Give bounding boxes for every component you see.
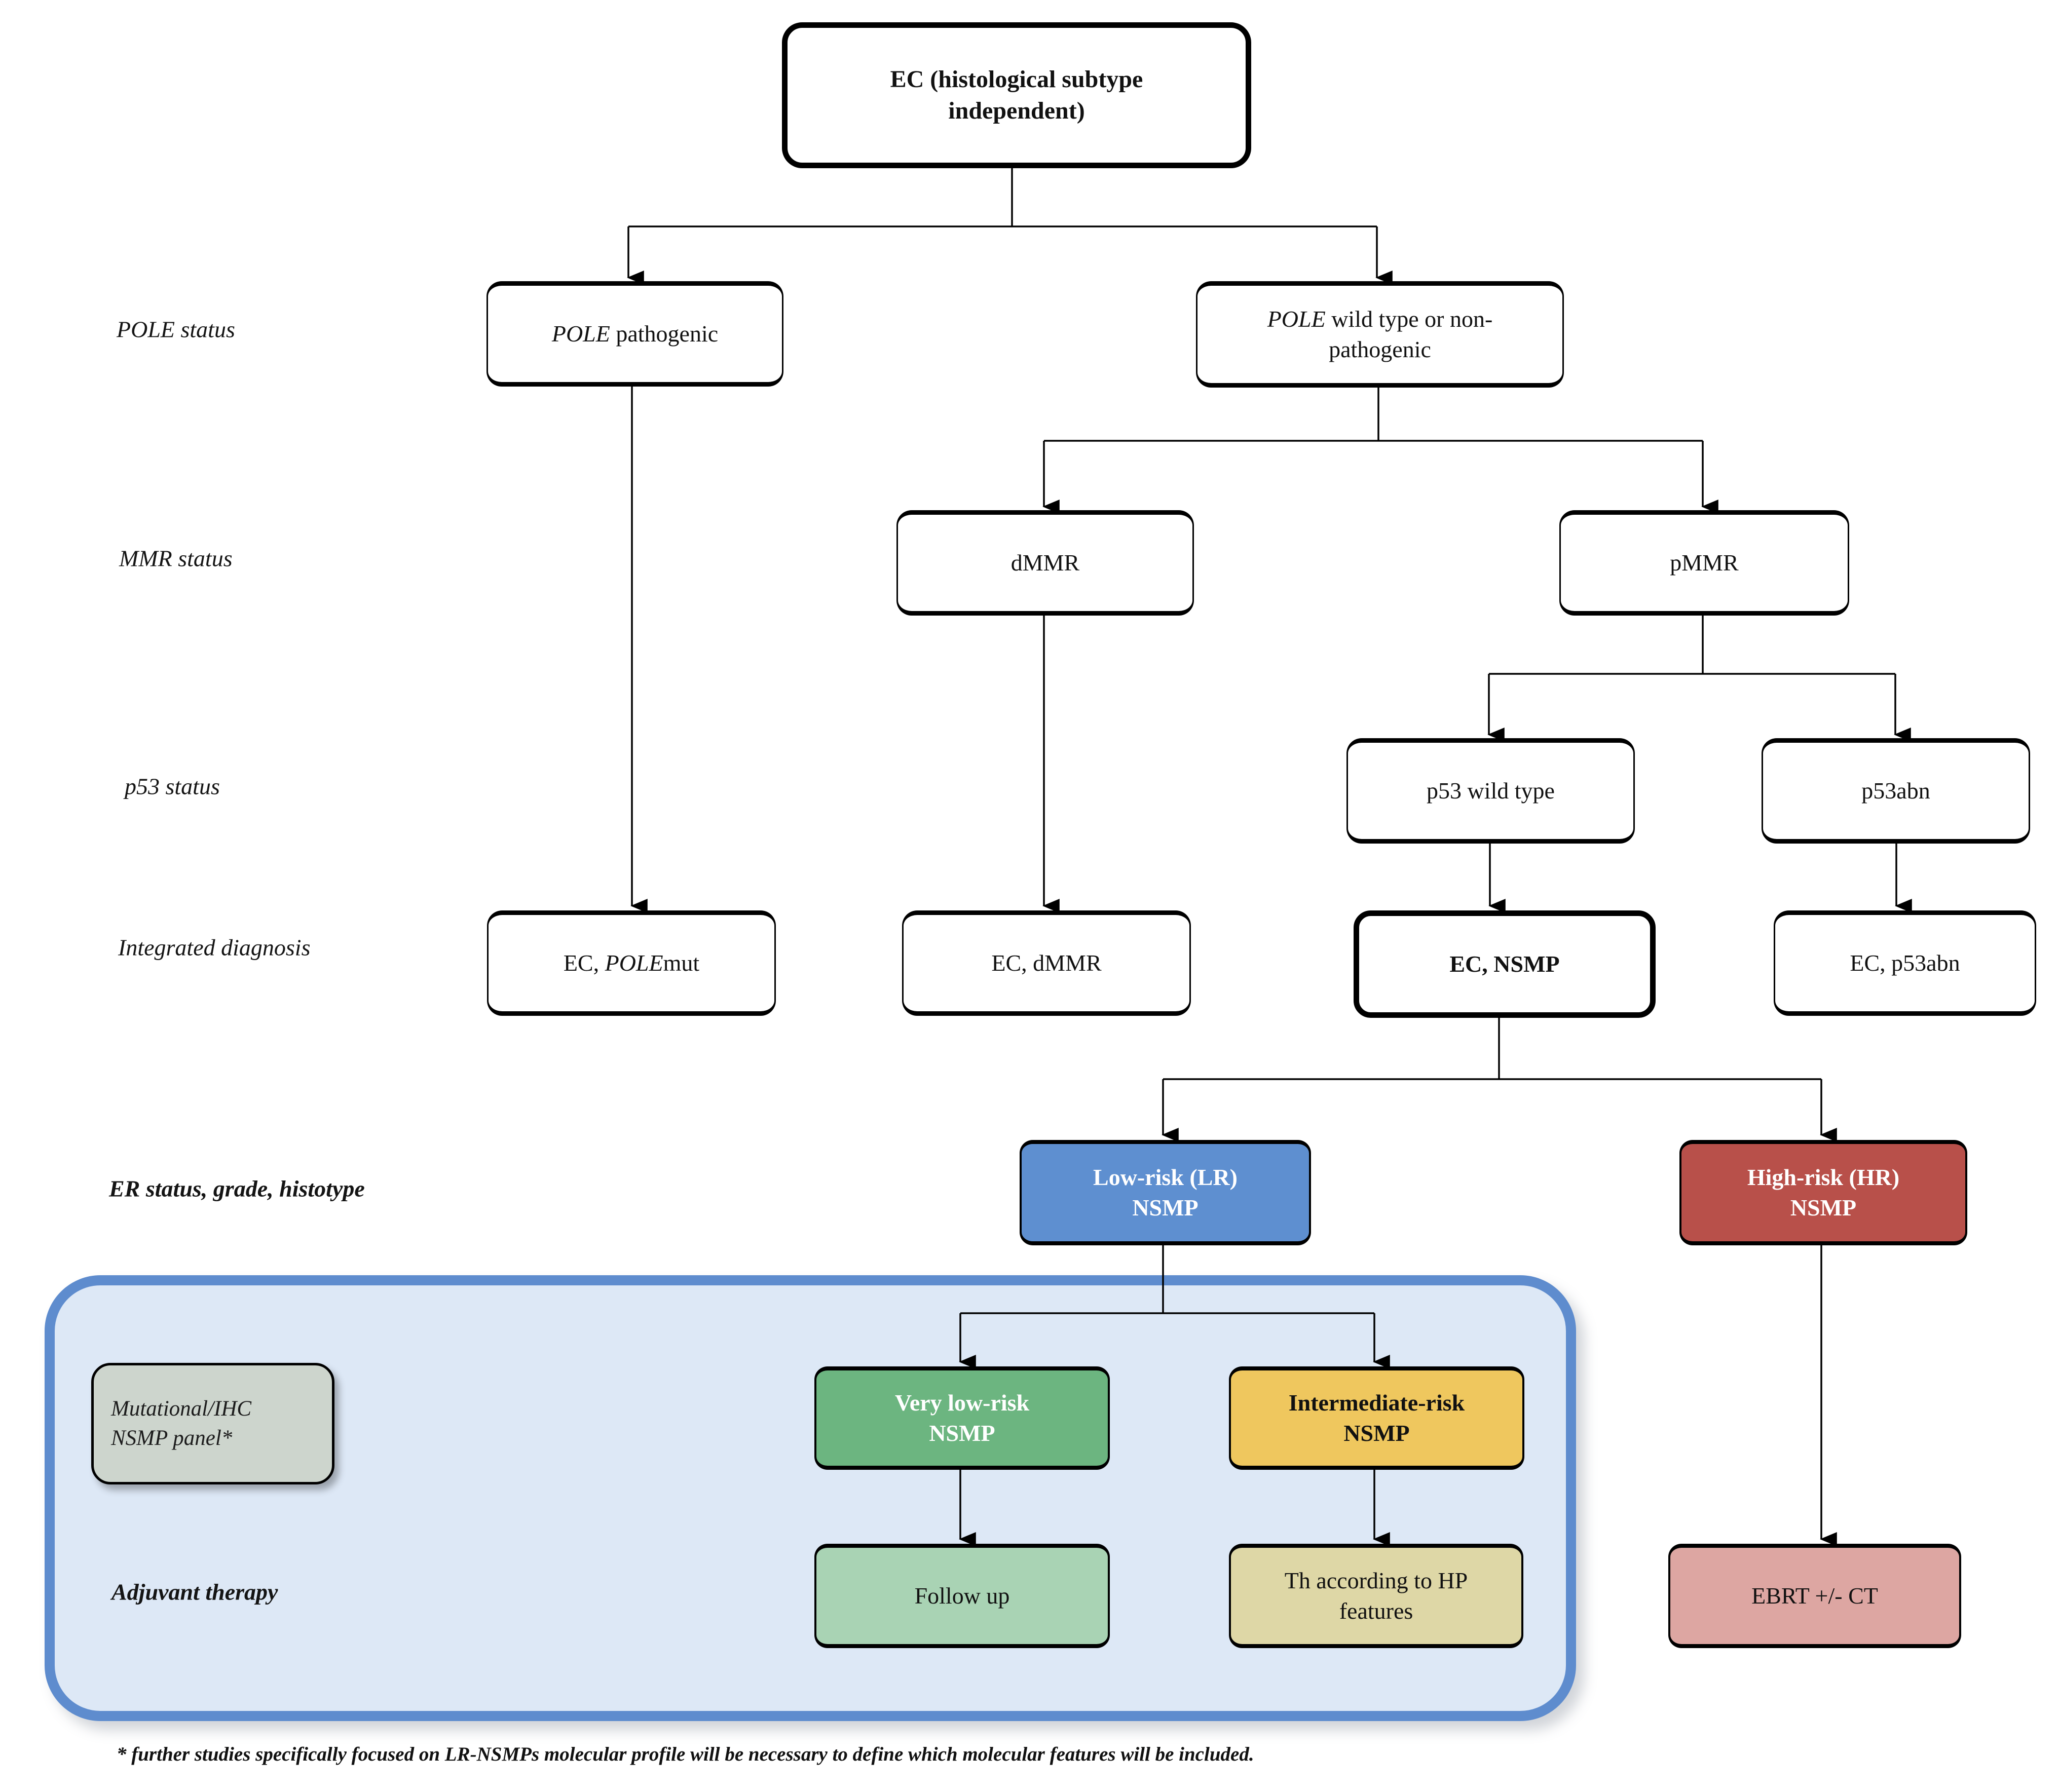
high-risk-line1: High-risk (HR) xyxy=(1747,1164,1900,1191)
pmmr-label: pMMR xyxy=(1670,550,1739,576)
row-label-p53-status: p53 status xyxy=(125,773,220,799)
mutational-ihc-nsmp-panel: Mutational/IHC NSMP panel* xyxy=(91,1363,334,1484)
panel-line1: Mutational/IHC xyxy=(111,1396,252,1421)
node-pole-wildtype: POLE wild type or non- pathogenic xyxy=(1196,281,1564,388)
node-high-risk-nsmp: High-risk (HR) NSMP xyxy=(1679,1140,1967,1245)
pole-pathogenic-text: pathogenic xyxy=(610,321,719,347)
node-p53-wildtype: p53 wild type xyxy=(1346,738,1635,844)
nsmp-panel-container xyxy=(45,1275,1576,1721)
ec-nsmp-label: EC, NSMP xyxy=(1449,951,1560,977)
th-hp-line2: features xyxy=(1339,1598,1413,1624)
row-label-mmr-status: MMR status xyxy=(119,545,233,571)
low-risk-line2: NSMP xyxy=(1132,1195,1199,1221)
dmmr-label: dMMR xyxy=(1010,550,1080,576)
node-pole-pathogenic: POLE pathogenic xyxy=(486,281,783,387)
node-ec-dmmr: EC, dMMR xyxy=(902,910,1191,1016)
high-risk-line2: NSMP xyxy=(1790,1195,1857,1221)
node-ec-root-line2: independent) xyxy=(948,97,1085,124)
pole-gene-italic: POLE xyxy=(551,321,610,347)
ec-polemut-pre: EC, xyxy=(563,950,605,976)
footnote: * further studies specifically focused o… xyxy=(117,1743,1254,1765)
node-low-risk-nsmp: Low-risk (LR) NSMP xyxy=(1020,1140,1311,1245)
low-risk-line1: Low-risk (LR) xyxy=(1093,1164,1238,1191)
node-ec-nsmp: EC, NSMP xyxy=(1354,910,1656,1018)
very-low-line2: NSMP xyxy=(929,1420,995,1446)
node-ebrt-ct: EBRT +/- CT xyxy=(1668,1544,1961,1648)
row-label-adjuvant-therapy: Adjuvant therapy xyxy=(111,1579,278,1605)
node-ec-p53abn: EC, p53abn xyxy=(1774,910,2036,1016)
pole-gene-italic: POLE xyxy=(1267,306,1326,332)
pole-wildtype-line2: pathogenic xyxy=(1329,336,1431,362)
node-ec-root: EC (histological subtype independent) xyxy=(782,22,1251,168)
pole-gene-italic: POLE xyxy=(605,950,663,976)
node-pmmr: pMMR xyxy=(1559,510,1849,616)
ec-polemut-post: mut xyxy=(663,950,700,976)
p53abn-label: p53abn xyxy=(1861,778,1930,804)
node-ec-root-line1: EC (histological subtype xyxy=(890,65,1143,93)
node-follow-up: Follow up xyxy=(814,1544,1110,1648)
ec-dmmr-label: EC, dMMR xyxy=(991,950,1102,976)
row-label-er-status-grade-histotype: ER status, grade, histotype xyxy=(109,1175,365,1202)
node-dmmr: dMMR xyxy=(896,510,1194,616)
intermediate-line1: Intermediate-risk xyxy=(1288,1390,1465,1416)
intermediate-line2: NSMP xyxy=(1343,1420,1410,1446)
pole-wildtype-text: wild type or non- xyxy=(1325,306,1493,332)
panel-line2: NSMP panel* xyxy=(111,1426,233,1450)
node-ec-polemut: EC, POLEmut xyxy=(487,910,776,1016)
ebrt-label: EBRT +/- CT xyxy=(1751,1583,1878,1609)
very-low-line1: Very low-risk xyxy=(894,1390,1030,1416)
node-intermediate-risk-nsmp: Intermediate-risk NSMP xyxy=(1229,1366,1524,1470)
ec-p53abn-label: EC, p53abn xyxy=(1850,950,1960,976)
follow-up-label: Follow up xyxy=(914,1583,1010,1609)
node-th-according-hp: Th according to HP features xyxy=(1229,1544,1523,1648)
row-label-pole-status: POLE status xyxy=(117,316,235,342)
node-very-low-risk-nsmp: Very low-risk NSMP xyxy=(814,1366,1110,1470)
node-p53abn: p53abn xyxy=(1762,738,2030,844)
p53-wildtype-label: p53 wild type xyxy=(1427,778,1555,804)
th-hp-line1: Th according to HP xyxy=(1284,1568,1468,1594)
row-label-integrated-diagnosis: Integrated diagnosis xyxy=(118,934,311,961)
